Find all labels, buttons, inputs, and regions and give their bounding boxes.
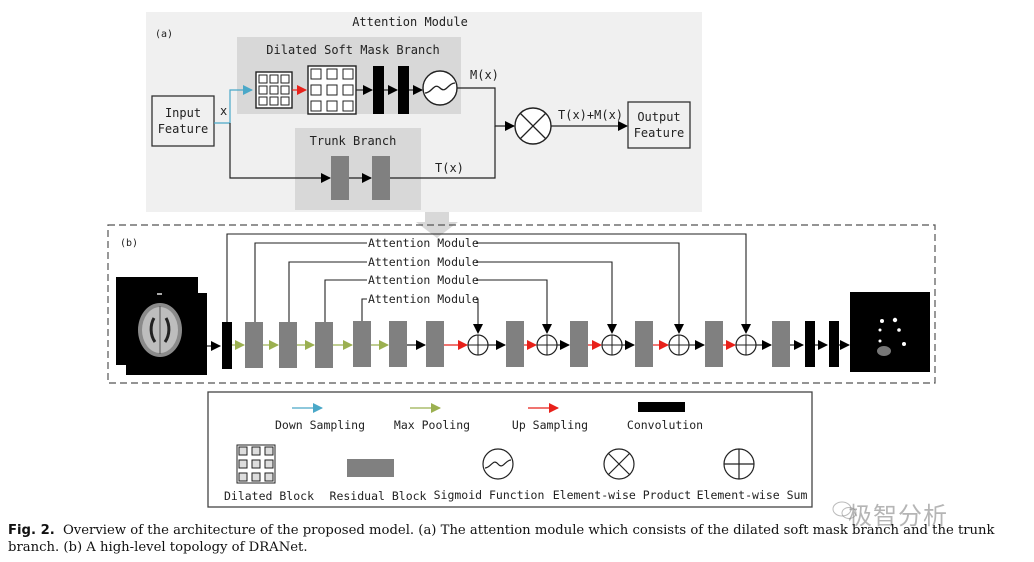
attention-module-label-2: Attention Module (368, 255, 479, 269)
panel-a-tag: (a) (155, 29, 173, 40)
encoder-block-4 (353, 321, 371, 367)
encoder-block-5 (389, 321, 407, 367)
caption-text: Overview of the architecture of the prop… (8, 523, 995, 555)
legend-residual-block-icon (347, 459, 394, 477)
input-feature-label-2: Feature (158, 122, 209, 136)
output-feature-label-2: Feature (634, 126, 685, 140)
output-feature-label-1: Output (637, 110, 680, 124)
legend-sigmoid-icon (482, 448, 514, 480)
element-wise-sum-icon-3 (601, 334, 623, 356)
encoder-block-2 (279, 322, 297, 368)
legend-sigmoid-label: Sigmoid Function (434, 488, 545, 502)
legend-element-wise-sum-label: Element-wise Sum (697, 488, 808, 502)
trunk-residual-block-2 (372, 156, 390, 200)
trunk-to-product-line (390, 126, 496, 179)
encoder-block-1 (245, 322, 263, 368)
mask-branch-title: Dilated Soft Mask Branch (266, 43, 439, 57)
input-feature-label-1: Input (165, 106, 201, 120)
legend-up-sampling-label: Up Sampling (512, 418, 588, 432)
input-convolution-block (222, 322, 232, 369)
panel-b-tag: (b) (120, 238, 138, 249)
input-feature-box (151, 95, 215, 147)
element-wise-sum-icon-1 (467, 334, 489, 356)
encoder-block-3 (315, 322, 333, 368)
skip-connection-5-in (361, 298, 367, 321)
down-sampling-arrow (214, 85, 253, 124)
legend-max-pooling-label: Max Pooling (394, 418, 470, 432)
element-wise-sum-icon-4 (668, 334, 690, 356)
trunk-branch-background (295, 128, 421, 210)
figure-caption: Fig. 2. Overview of the architecture of … (8, 522, 1030, 556)
attention-module-label-3: Attention Module (368, 273, 479, 287)
skip-connection-4-out (476, 279, 552, 334)
convolution-block-1 (373, 66, 384, 114)
legend-element-wise-product-label: Element-wise Product (553, 488, 691, 502)
attention-module-label-1: Attention Module (368, 236, 479, 250)
element-wise-sum-icon-2 (536, 334, 558, 356)
sigmoid-icon (422, 70, 458, 106)
decoder-block-3 (635, 321, 653, 367)
dilated-block-large (307, 65, 357, 115)
output-convolution-block-2 (829, 321, 839, 367)
element-wise-sum-icon-5 (735, 334, 757, 356)
attention-module-label-4: Attention Module (368, 292, 479, 306)
decoder-block-1 (506, 321, 524, 367)
legend-residual-block-label: Residual Block (330, 489, 427, 503)
panel-b-border (107, 224, 936, 384)
combined-label: T(x)+M(x) (558, 108, 623, 122)
skip-connection-2-in (254, 242, 367, 322)
convolution-block-2 (398, 66, 409, 114)
trunk-residual-block-1 (331, 156, 349, 200)
dilated-block-small (255, 71, 293, 109)
attention-module-title: Attention Module (352, 15, 468, 29)
x-label: x (220, 104, 227, 118)
element-wise-product-icon (514, 107, 552, 145)
mask-to-product-arrow (457, 87, 515, 131)
input-mri-image (116, 277, 207, 375)
encoder-block-6 (426, 321, 444, 367)
skip-connection-5-out (473, 298, 483, 334)
watermark: 极智分析 (848, 502, 948, 530)
output-feature-box (627, 101, 691, 149)
skip-connection-1 (226, 233, 751, 334)
legend-border (207, 391, 813, 508)
legend-down-sampling-label: Down Sampling (275, 418, 365, 432)
panel-a: (a) Attention Module Dilated Soft Mask B… (146, 12, 702, 212)
trunk-input-arrow (229, 123, 331, 183)
panel-b: (b) (107, 224, 936, 384)
legend-convolution-label: Convolution (627, 418, 703, 432)
output-segmentation-image (850, 292, 930, 372)
trunk-output-label: T(x) (435, 161, 464, 175)
caption-label: Fig. 2. (8, 523, 55, 538)
legend-element-wise-product-icon (603, 448, 635, 480)
legend-dilated-block-icon (236, 444, 276, 484)
architecture-figure: (a) Attention Module Dilated Soft Mask B… (107, 12, 936, 508)
legend-element-wise-sum-icon (723, 448, 755, 480)
trunk-branch-title: Trunk Branch (310, 134, 397, 148)
skip-connection-2-out (476, 242, 684, 334)
skip-connection-4-in (324, 279, 367, 322)
output-convolution-block-1 (805, 321, 815, 367)
mask-output-label: M(x) (470, 68, 499, 82)
panel-transition-arrow (416, 212, 458, 238)
decoder-block-5 (772, 321, 790, 367)
skip-connection-3-out (476, 261, 617, 334)
decoder-block-2 (570, 321, 588, 367)
skip-connection-3-in (288, 261, 367, 322)
legend-dilated-block-label: Dilated Block (224, 489, 314, 503)
wechat-icon (832, 501, 857, 519)
decoder-block-4 (705, 321, 723, 367)
legend-convolution-icon (638, 402, 685, 412)
legend: Down Sampling Max Pooling Up Sampling Co… (207, 391, 813, 508)
